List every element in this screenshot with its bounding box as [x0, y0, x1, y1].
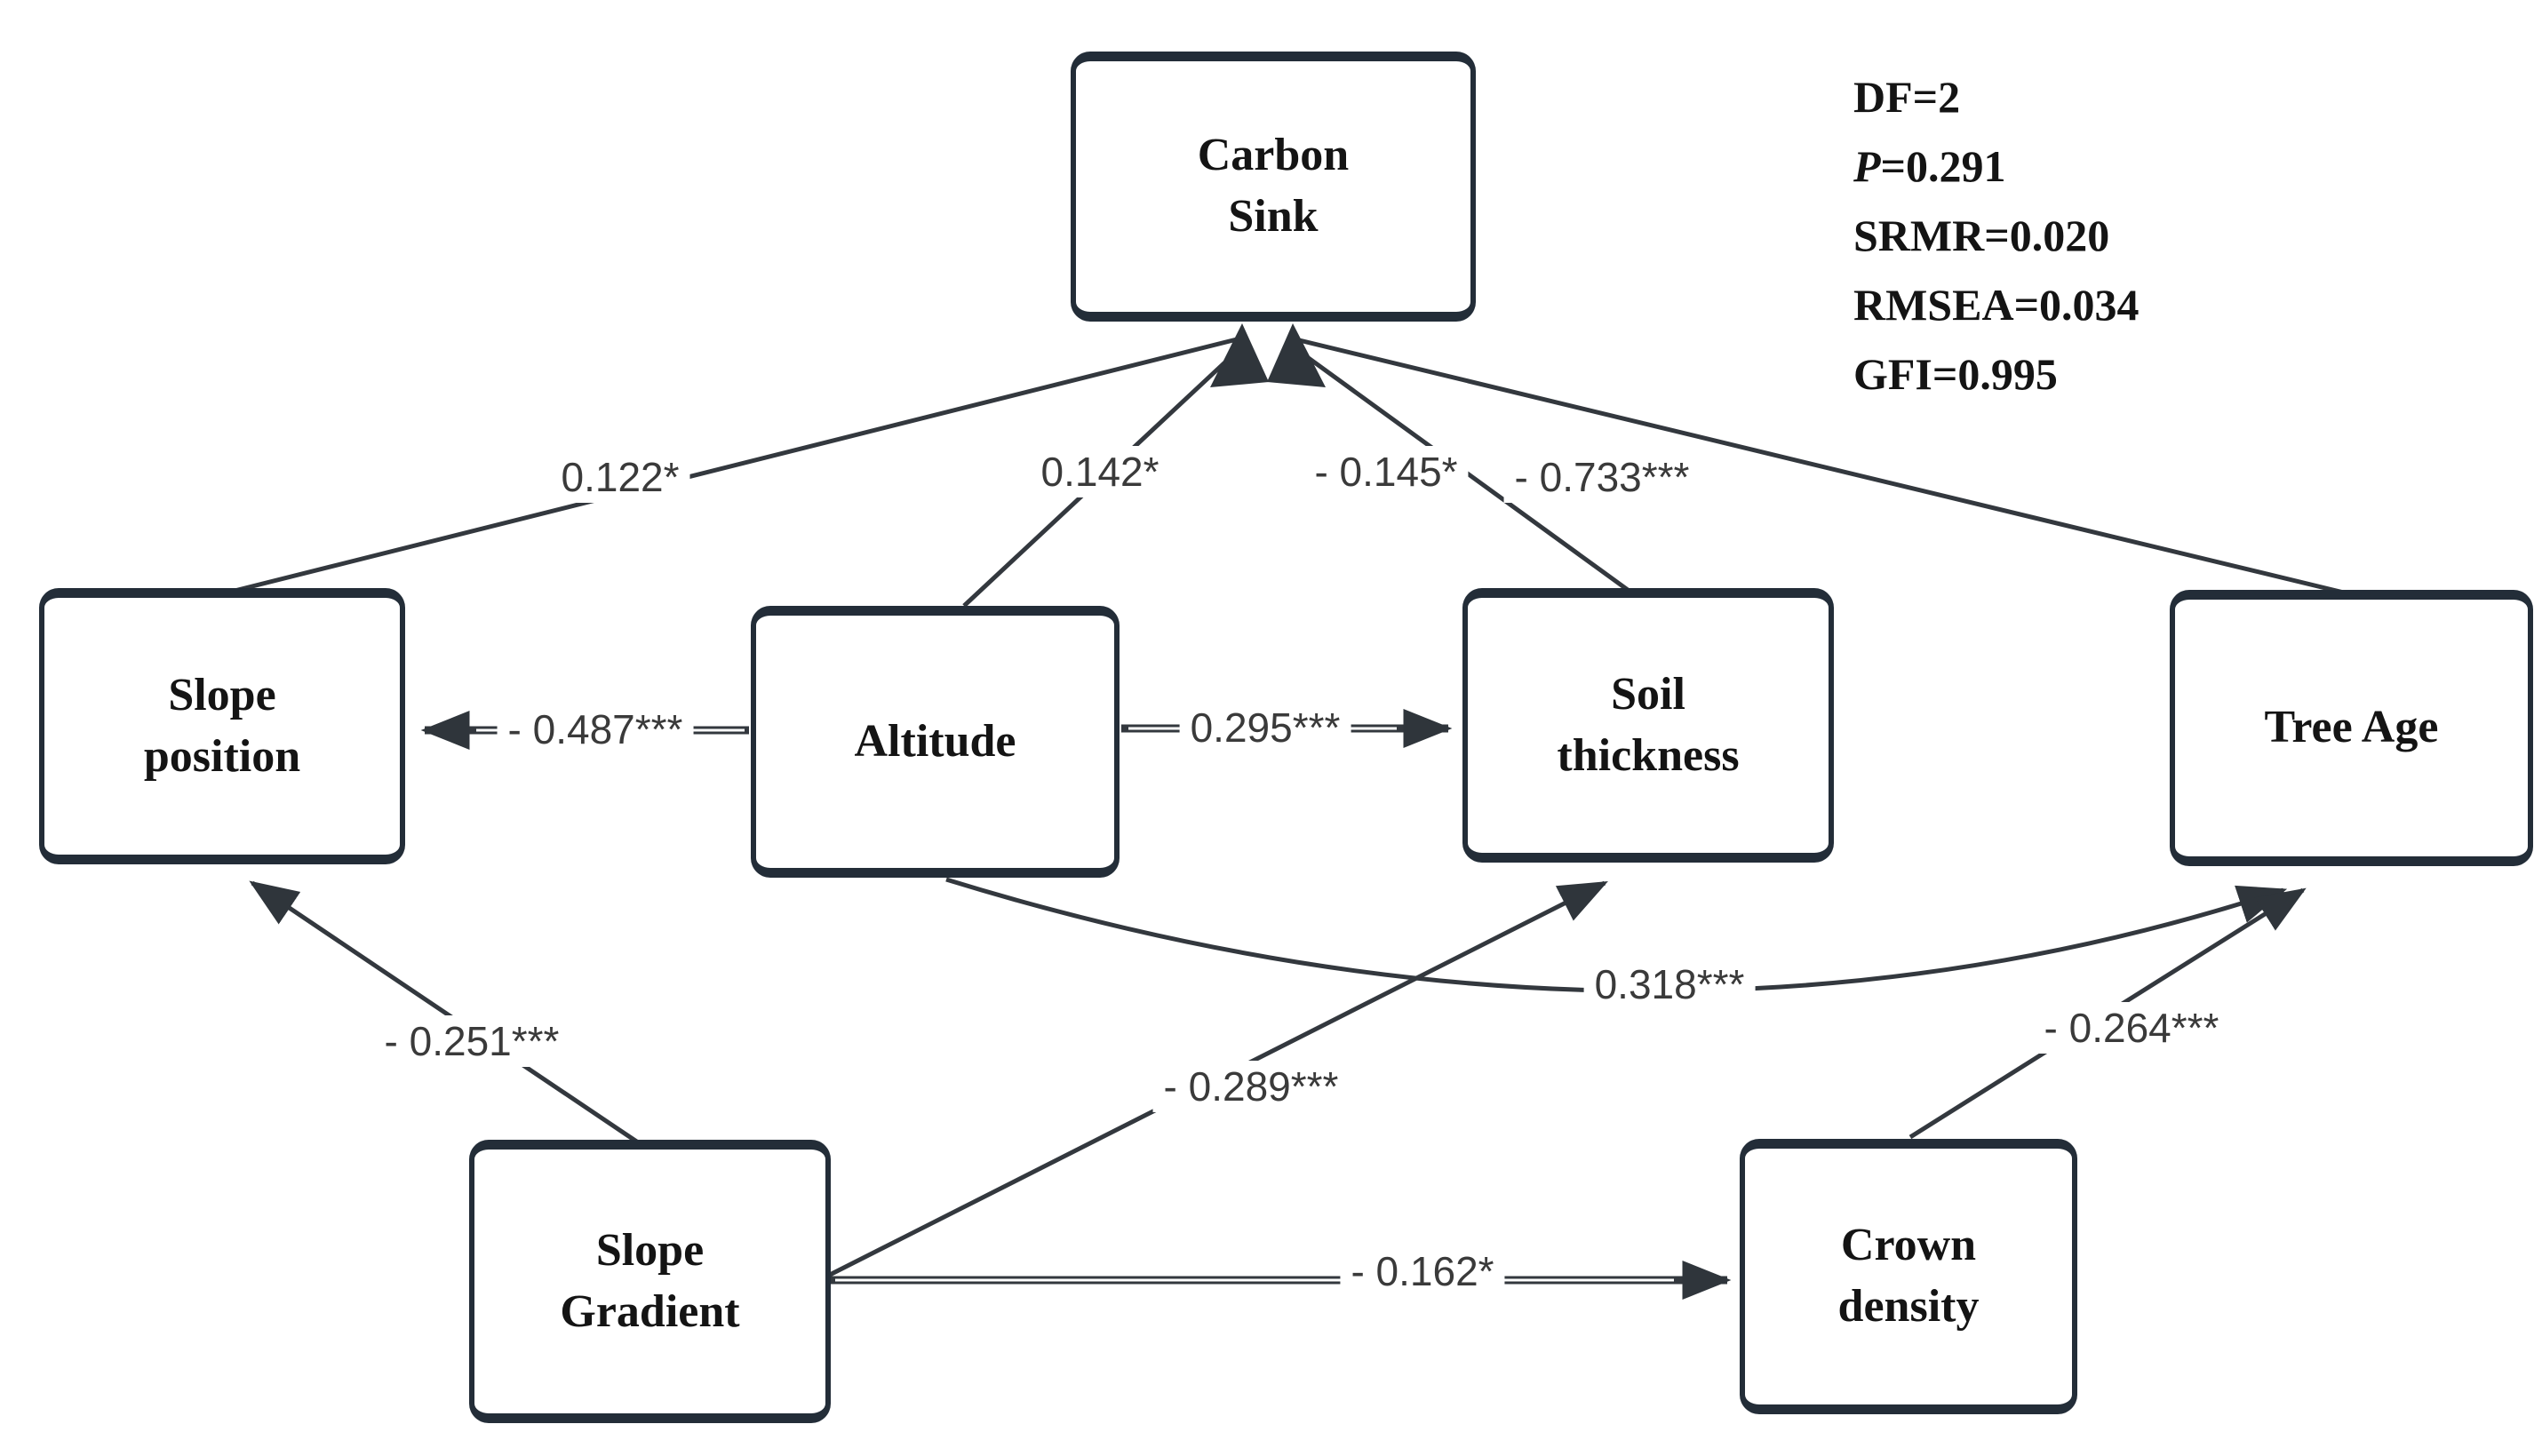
path-slope-gradient-to-slope-position — [249, 880, 640, 1145]
node-label-line: thickness — [1557, 729, 1740, 781]
node-label-line: Tree Age — [2264, 702, 2439, 753]
node-altitude: Altitude — [751, 606, 1120, 878]
node-soil-thickness: Soil thickness — [1462, 588, 1834, 863]
node-tree-age: Tree Age — [2170, 590, 2533, 866]
coefficient-label-tree-age-carbon-sink: - 0.733*** — [1503, 451, 1701, 503]
coefficient-label-altitude-carbon-sink: 0.142* — [1030, 446, 1170, 497]
path-slope-position-to-carbon-sink — [230, 337, 1238, 594]
node-label-line: density — [1837, 1281, 1980, 1332]
arrowhead-into-carbon-sink-right — [1267, 323, 1326, 387]
node-label-line: Soil — [1611, 668, 1685, 720]
node-label-line: position — [143, 730, 301, 782]
model-fit-statistics: DF=2 P=0.291 SRMR=0.020 RMSEA=0.034 GFI=… — [1853, 62, 2140, 409]
coefficient-label-slope-position-carbon-sink: 0.122* — [550, 451, 690, 503]
coefficient-label-crown-density-tree-age: - 0.264*** — [2033, 1002, 2230, 1054]
coefficient-label-altitude-soil-thickness: 0.295*** — [1179, 702, 1351, 753]
node-label-line: Gradient — [560, 1285, 740, 1337]
coefficient-label-altitude-slope-position: - 0.487*** — [497, 704, 694, 755]
stat-rmsea: RMSEA=0.034 — [1853, 280, 2140, 330]
stat-srmr: SRMR=0.020 — [1853, 211, 2110, 260]
node-carbon-sink: Carbon Sink — [1071, 52, 1476, 322]
node-slope-gradient: Slope Gradient — [469, 1140, 831, 1423]
node-crown-density: Crown density — [1740, 1139, 2077, 1414]
stat-p: P=0.291 — [1853, 141, 2006, 191]
path-tree-age-to-carbon-sink — [1295, 337, 2348, 596]
coefficient-label-soil-thickness-carbon-sink: - 0.145* — [1303, 446, 1469, 497]
node-label-line: Sink — [1228, 191, 1319, 242]
coefficient-label-slope-gradient-slope-position: - 0.251*** — [373, 1015, 570, 1067]
node-label-line: Slope — [595, 1224, 705, 1276]
stat-df: DF=2 — [1853, 72, 1961, 122]
coefficient-label-altitude-tree-age: 0.318*** — [1583, 959, 1756, 1010]
node-label-line: Altitude — [854, 715, 1016, 767]
coefficient-label-slope-gradient-soil-thickness: - 0.289*** — [1152, 1061, 1350, 1112]
node-label-line: Crown — [1840, 1220, 1977, 1271]
coefficient-label-slope-gradient-crown-density: - 0.162* — [1340, 1245, 1505, 1297]
arrowhead-into-carbon-sink-left — [1210, 323, 1269, 387]
stat-gfi: GFI=0.995 — [1853, 349, 2058, 399]
node-label-line: Slope — [168, 669, 276, 720]
node-slope-position: Slope position — [39, 588, 405, 864]
node-label-line: Carbon — [1197, 130, 1350, 181]
